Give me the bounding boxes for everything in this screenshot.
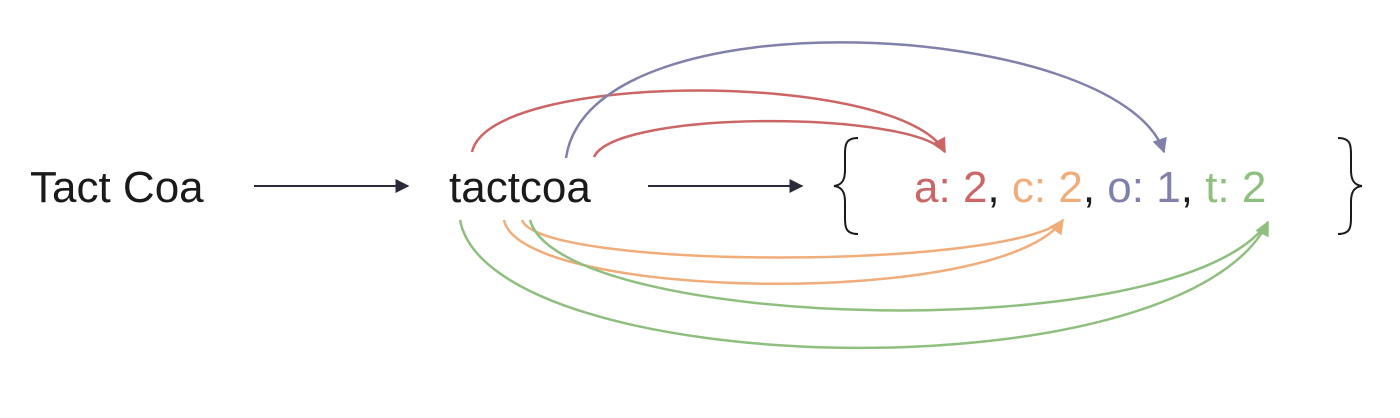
arc-o	[564, 41, 1167, 159]
normalized-text: tactcoa	[449, 163, 591, 212]
count-a: a: 2	[914, 163, 987, 212]
arc-c-first	[502, 218, 1065, 285]
counts-text: a: 2, c: 2, o: 1, t: 2	[914, 163, 1266, 212]
arc-c-second	[520, 219, 1064, 259]
separator: ,	[987, 163, 999, 212]
close-brace	[1337, 137, 1363, 235]
separator: ,	[1083, 163, 1095, 212]
count-t: t: 2	[1205, 163, 1266, 212]
count-o: o: 1	[1107, 163, 1180, 212]
count-c: c: 2	[1012, 163, 1083, 212]
separator: ,	[1181, 163, 1193, 212]
input-text: Tact Coa	[30, 163, 204, 212]
arc-t-second	[528, 219, 1270, 312]
open-brace	[833, 137, 859, 235]
arc-a-first	[470, 89, 947, 154]
arc-a-second	[592, 119, 946, 158]
arc-t-first	[458, 219, 1270, 350]
